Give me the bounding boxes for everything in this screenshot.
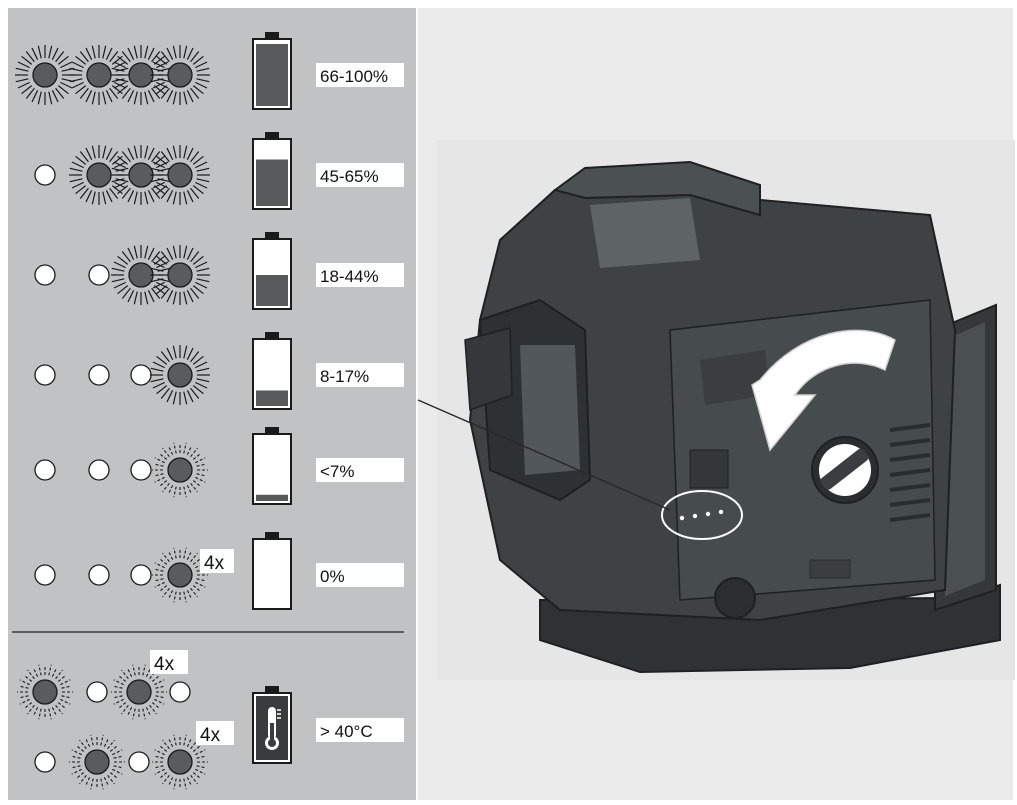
multiplier-row-6: 4x	[200, 549, 234, 574]
device-vents	[889, 423, 931, 522]
temperature-warning	[17, 664, 292, 790]
led-4-2	[88, 364, 110, 386]
label-text-row-2: 45-65%	[320, 167, 379, 186]
battery-row-1	[15, 32, 292, 110]
led-4-4	[150, 345, 210, 405]
led-2-2	[69, 145, 129, 205]
led-6-3	[130, 564, 152, 586]
led-4-3	[130, 364, 152, 386]
temp-led-top-4	[169, 681, 191, 703]
temp-led-top-1	[17, 664, 73, 720]
battery-level-rows	[15, 32, 292, 610]
thermometer-icon	[265, 707, 281, 750]
battery-icon-row-3	[252, 232, 292, 310]
led-5-1	[34, 459, 56, 481]
multiplier-temp-top: 4x	[150, 650, 188, 675]
multiplier-text-temp-top: 4x	[154, 654, 175, 675]
led-5-3	[130, 459, 152, 481]
label-row-5: <7%	[316, 458, 404, 482]
label-temperature: > 40°C	[316, 718, 404, 742]
led-2-4	[150, 145, 210, 205]
label-row-4: 8-17%	[316, 363, 404, 387]
battery-row-2	[34, 132, 292, 210]
temp-led-bottom-2	[69, 734, 125, 790]
battery-row-6	[34, 532, 292, 610]
label-row-1: 66-100%	[316, 63, 404, 87]
label-text-temperature: > 40°C	[320, 722, 373, 741]
multiplier-text-row-6: 4x	[204, 553, 225, 574]
left-panel	[8, 8, 416, 800]
battery-row-4	[34, 332, 292, 410]
led-3-2	[88, 264, 110, 286]
multiplier-text-temp-bottom: 4x	[200, 725, 221, 746]
led-6-2	[88, 564, 110, 586]
multiplier-temp-bottom: 4x	[196, 721, 234, 746]
battery-icon-row-6	[252, 532, 292, 610]
temp-led-bottom-1	[34, 751, 56, 773]
battery-icon-row-5	[252, 427, 292, 505]
leader-line	[417, 399, 671, 511]
led-5-2	[88, 459, 110, 481]
rotate-arrow-icon	[751, 329, 896, 452]
temp-led-top-2	[86, 681, 108, 703]
led-3-3	[111, 245, 171, 305]
led-5-4	[152, 442, 208, 498]
label-text-row-4: 8-17%	[320, 367, 369, 386]
label-text-row-6: 0%	[320, 567, 345, 586]
battery-icon-temperature	[252, 686, 292, 764]
led-1-4	[150, 45, 210, 105]
laser-level-device-icon	[464, 160, 1001, 674]
device-led-highlight	[661, 490, 743, 540]
temp-led-top-3	[111, 664, 167, 720]
label-row-6: 0%	[316, 563, 404, 587]
temp-led-bottom-3	[128, 751, 150, 773]
temp-led-bottom-4	[152, 734, 208, 790]
led-3-4	[150, 245, 210, 305]
led-4-1	[34, 364, 56, 386]
battery-icon-row-4	[252, 332, 292, 410]
battery-icon-row-1	[252, 32, 292, 110]
battery-row-3	[34, 232, 292, 310]
led-1-3	[111, 45, 171, 105]
battery-icon-row-2	[252, 132, 292, 210]
device-logo	[700, 350, 770, 405]
label-row-2: 45-65%	[316, 163, 404, 187]
label-row-3: 18-44%	[316, 263, 404, 287]
device-thumbwheel	[714, 577, 756, 619]
led-2-1	[34, 164, 56, 186]
led-3-1	[34, 264, 56, 286]
label-text-row-5: <7%	[320, 462, 355, 481]
label-text-row-1: 66-100%	[320, 67, 388, 86]
label-text-row-3: 18-44%	[320, 267, 379, 286]
led-2-3	[111, 145, 171, 205]
led-6-1	[34, 564, 56, 586]
battery-row-5	[34, 427, 292, 505]
device-top	[552, 160, 761, 217]
